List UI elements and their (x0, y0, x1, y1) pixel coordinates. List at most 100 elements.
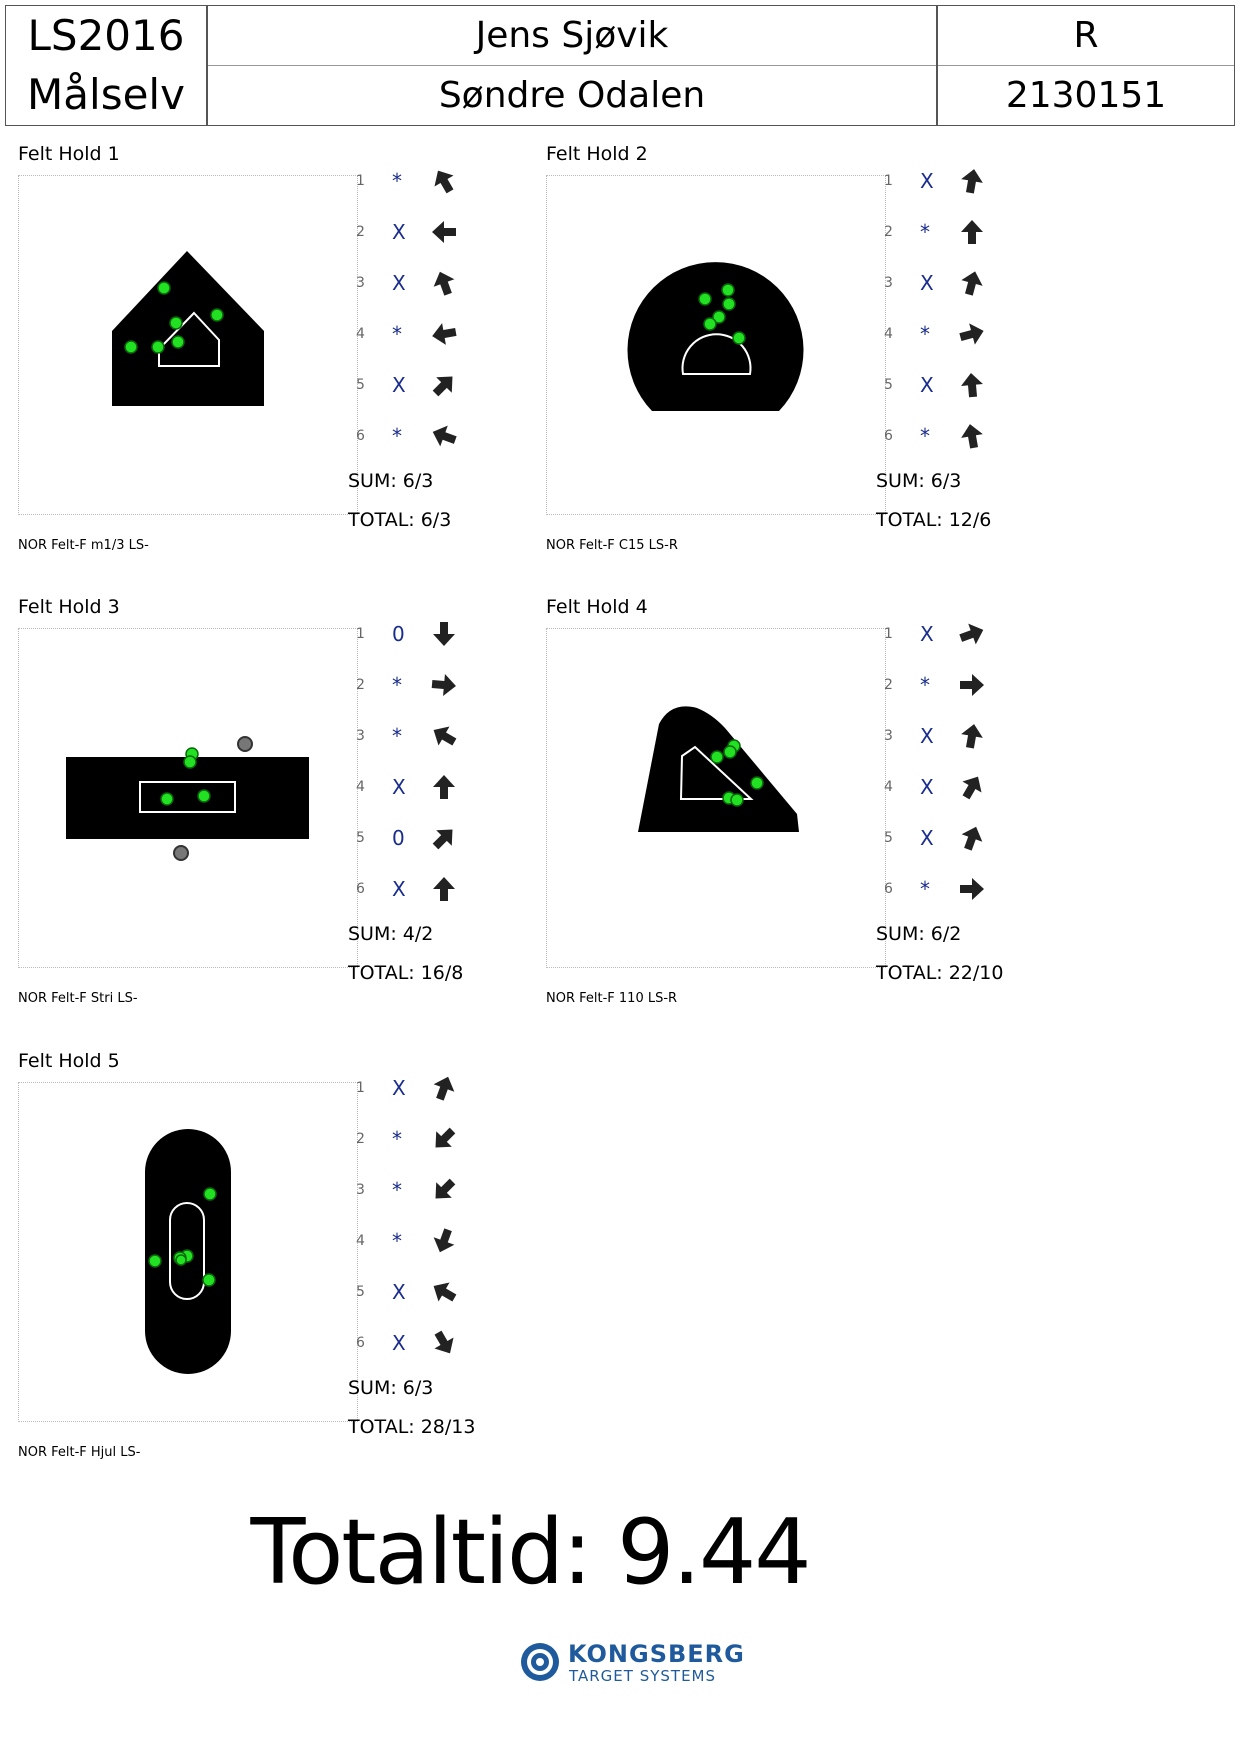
shot-number: 1 (356, 1080, 365, 1096)
wind-arrow-icon (432, 323, 457, 345)
wind-arrow-icon (961, 220, 983, 244)
shot-row: 2* (348, 1123, 478, 1163)
shot-row: 6* (876, 420, 1006, 460)
hold-sum: SUM: 4/2 (348, 923, 434, 945)
shot-number: 3 (884, 275, 893, 291)
shot-hit (722, 297, 736, 311)
shot-score: X (920, 622, 934, 646)
shot-number: 5 (884, 830, 893, 846)
hold-total: TOTAL: 28/13 (348, 1416, 476, 1438)
target-image (546, 628, 886, 968)
shot-score: * (392, 322, 402, 346)
shot-hit (171, 335, 185, 349)
wind-arrow-icon (433, 1228, 455, 1253)
wind-arrow-icon (433, 877, 455, 901)
wind-arrow-icon (432, 221, 456, 243)
target-type: NOR Felt-F 110 LS-R (546, 991, 678, 1006)
target-c15 (627, 262, 804, 411)
shot-score: X (392, 373, 406, 397)
event-location: Målselv (27, 70, 185, 120)
shot-score: * (920, 673, 930, 697)
shot-number: 4 (884, 779, 893, 795)
shooter-id: 2130151 (938, 65, 1234, 125)
shot-number: 6 (356, 1335, 365, 1351)
shot-score: X (920, 775, 934, 799)
hold-sum: SUM: 6/3 (348, 470, 434, 492)
shot-number: 1 (884, 173, 893, 189)
target-image (18, 1082, 358, 1422)
shot-hit (157, 281, 171, 295)
shooter-name: Jens Sjøvik (475, 14, 669, 56)
shot-number: 2 (884, 224, 893, 240)
shot-row: 6* (348, 420, 478, 460)
shot-hit (730, 793, 744, 807)
target-type: NOR Felt-F m1/3 LS- (18, 538, 149, 553)
shot-number: 3 (356, 275, 365, 291)
target-inner-zone (158, 311, 220, 367)
shot-number: 6 (356, 428, 365, 444)
wind-arrow-icon (433, 1282, 457, 1302)
hold-title: Felt Hold 2 (546, 143, 648, 165)
shot-row: 4* (348, 318, 478, 358)
shot-hit (710, 750, 724, 764)
hold-total: TOTAL: 22/10 (876, 962, 1004, 984)
shot-number: 5 (884, 377, 893, 393)
target-image (18, 175, 358, 515)
shot-row: 2* (876, 216, 1006, 256)
wind-arrow-icon (432, 425, 457, 447)
shot-score: X (920, 169, 934, 193)
shot-marks (698, 283, 746, 345)
shot-score: X (920, 826, 934, 850)
wind-arrow-icon (959, 623, 984, 645)
wind-arrow-icon (959, 323, 984, 345)
shooter-club: Søndre Odalen (208, 65, 936, 125)
event-column: LS2016 Målselv (6, 6, 206, 125)
logo-line-2: TARGET SYSTEMS (569, 1667, 717, 1685)
wind-arrow-icon (435, 1127, 456, 1148)
shot-number: 5 (356, 830, 365, 846)
target-figure (112, 251, 264, 406)
wind-arrow-icon (434, 1330, 454, 1354)
shot-row: 1* (348, 165, 478, 205)
shooter-column: Jens Sjøvik Søndre Odalen (206, 6, 936, 125)
target-inner-zone (139, 781, 236, 813)
wind-arrow-icon (433, 271, 455, 296)
target-inner-zone (679, 745, 754, 800)
shot-number: 6 (884, 881, 893, 897)
wind-arrow-icon (961, 724, 983, 749)
shot-score: X (920, 271, 934, 295)
shot-hit (148, 1254, 162, 1268)
target-inner-zone (169, 1202, 205, 1300)
wind-arrow-icon (433, 726, 457, 746)
shot-score: X (920, 373, 934, 397)
shot-score: * (920, 424, 930, 448)
shot-hit (750, 776, 764, 790)
shot-marks (710, 739, 764, 807)
wind-arrow-icon (432, 376, 453, 397)
shot-hit (202, 1273, 216, 1287)
hold-total: TOTAL: 6/3 (348, 509, 452, 531)
target-image (546, 175, 886, 515)
hold-sum: SUM: 6/3 (348, 1377, 434, 1399)
hold-title: Felt Hold 5 (18, 1050, 120, 1072)
shot-number: 2 (356, 224, 365, 240)
wind-arrow-icon (435, 1178, 456, 1199)
shot-number: 4 (356, 1233, 365, 1249)
event-name: LS2016 (27, 10, 185, 60)
shot-number: 5 (356, 1284, 365, 1300)
